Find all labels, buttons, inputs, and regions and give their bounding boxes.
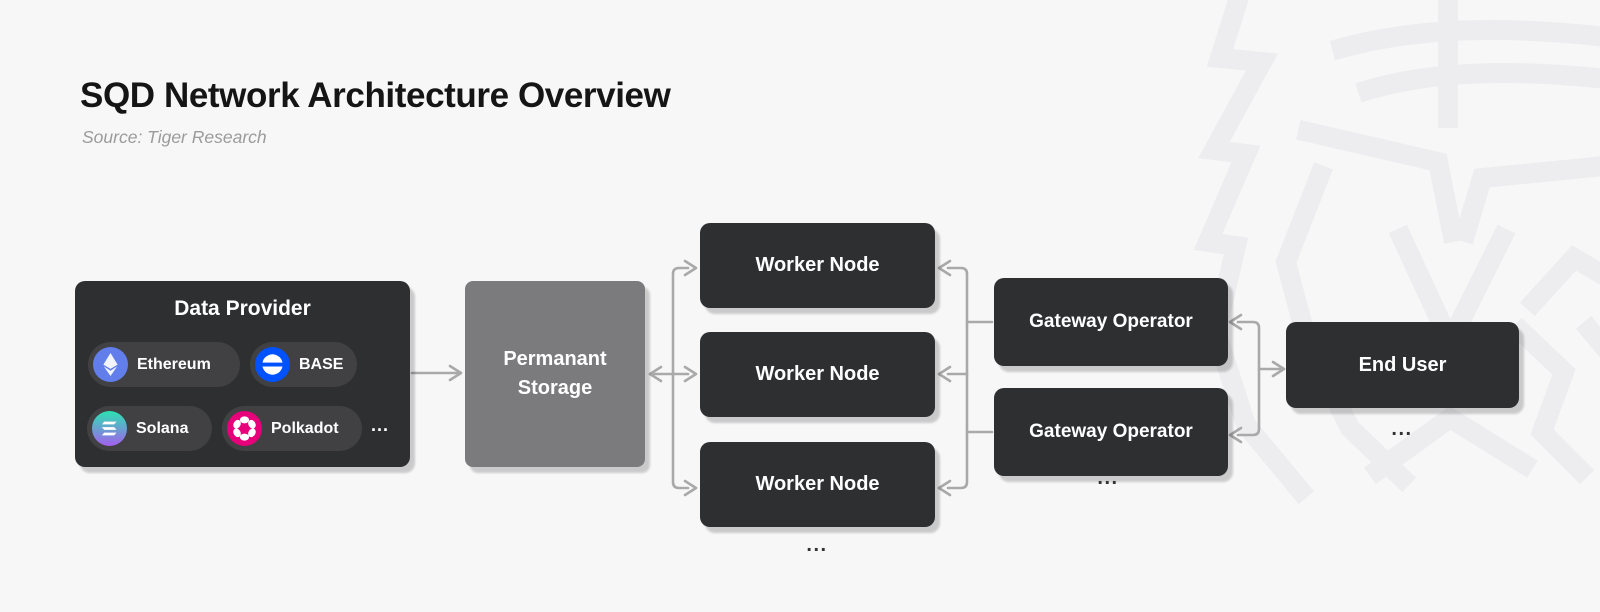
storage-label-line1: Permanant	[503, 348, 607, 370]
worker-node-3: Worker Node	[700, 442, 935, 527]
chain-chip-label: BASE	[299, 355, 344, 373]
provider-more-ellipsis: ...	[370, 415, 389, 435]
chain-chip-label: Ethereum	[137, 355, 211, 373]
data-provider-title: Data Provider	[174, 297, 311, 320]
end-user-more-ellipsis: ...	[1391, 418, 1413, 440]
worker-node-label: Worker Node	[755, 363, 880, 385]
end-user-node: End User	[1286, 322, 1519, 408]
gateway-operator-2: Gateway Operator	[994, 388, 1228, 476]
worker-node-label: Worker Node	[755, 473, 880, 495]
chain-chip-base: BASE	[250, 342, 357, 387]
worker-node-label: Worker Node	[755, 254, 880, 276]
base-icon	[255, 347, 290, 382]
worker-node-2: Worker Node	[700, 332, 935, 417]
gateway-operator-label: Gateway Operator	[1029, 311, 1193, 332]
worker-node-1: Worker Node	[700, 223, 935, 308]
chain-chip-polkadot: Polkadot	[222, 406, 362, 451]
gateway-operator-1: Gateway Operator	[994, 278, 1228, 366]
enduser-gateway-trunk	[1236, 320, 1261, 437]
storage-label-line2: Storage	[517, 377, 593, 399]
source-caption: Source: Tiger Research	[82, 127, 267, 147]
permanent-storage-node: Permanant Storage	[465, 281, 645, 467]
solana-icon	[92, 411, 127, 446]
end-user-label: End User	[1358, 353, 1447, 376]
gateway-worker-trunk	[946, 266, 969, 490]
worker-more-ellipsis: ...	[806, 534, 828, 556]
ethereum-icon	[93, 347, 128, 382]
storage-worker-trunk	[671, 266, 690, 490]
chain-chip-ethereum: Ethereum	[88, 342, 240, 387]
chain-chip-label: Solana	[136, 419, 189, 437]
page-title: SQD Network Architecture Overview	[80, 76, 671, 115]
chain-chip-solana: Solana	[87, 406, 212, 451]
chain-chip-label: Polkadot	[271, 419, 339, 437]
polkadot-icon	[227, 411, 262, 446]
data-provider-node: Data Provider Ethereum BASE	[75, 281, 410, 467]
gateway-more-ellipsis: ...	[1097, 467, 1119, 489]
gateway-operator-label: Gateway Operator	[1029, 421, 1193, 442]
